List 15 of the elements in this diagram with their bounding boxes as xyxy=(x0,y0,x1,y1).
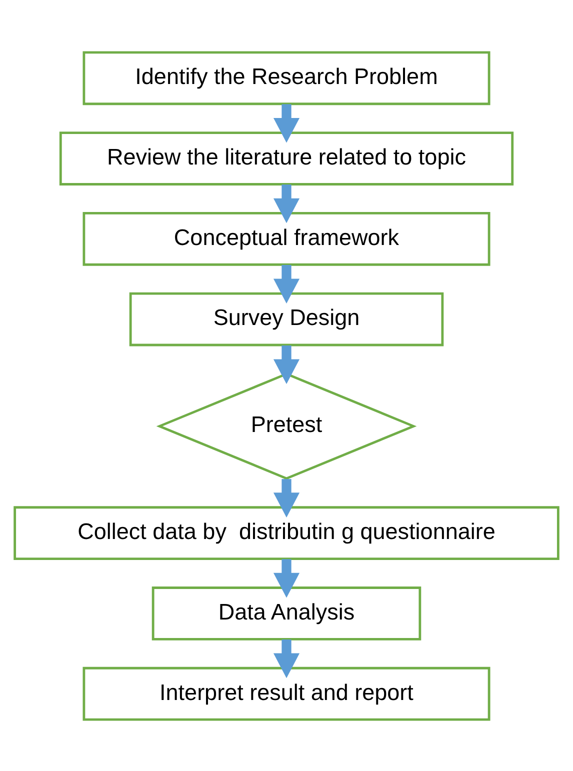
node-box: Identify the Research Problem xyxy=(82,50,490,105)
arrow xyxy=(273,104,300,142)
node-box: Conceptual framework xyxy=(82,211,490,266)
arrow xyxy=(273,639,300,678)
arrow xyxy=(273,558,300,598)
arrow xyxy=(273,264,300,304)
node-box: Collect data by distributin g questionnaire xyxy=(14,506,560,560)
arrow xyxy=(273,184,300,223)
node-box: Data Analysis xyxy=(152,586,422,640)
node-box: Interpret result and report xyxy=(82,666,490,720)
node-box: Review the literature related to topic xyxy=(59,131,514,185)
arrow xyxy=(273,344,300,384)
node-box: Survey Design xyxy=(129,292,444,346)
node-diamond: Pretest xyxy=(156,372,417,480)
arrow xyxy=(273,478,300,517)
